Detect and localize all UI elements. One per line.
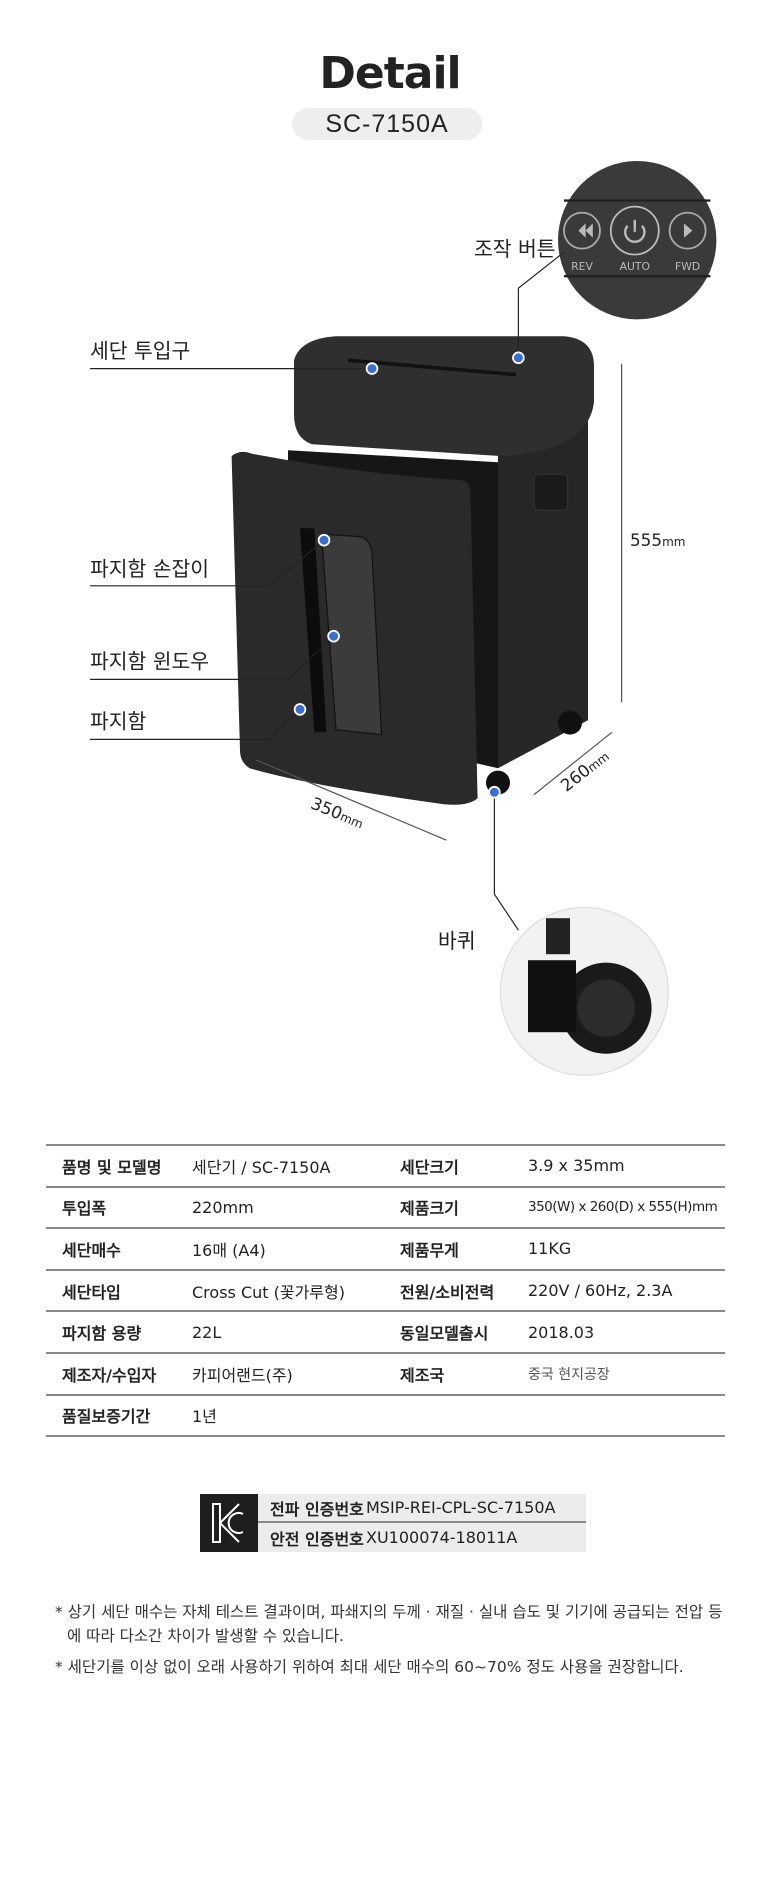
auto-label: AUTO — [620, 260, 650, 273]
spec-label: 품명 및 모델명 — [46, 1144, 192, 1188]
height-dimension: 555mm — [630, 530, 685, 550]
spec-label: 세단타입 — [46, 1269, 192, 1313]
cert-value: XU100074-18011A — [366, 1528, 518, 1547]
label-bin-window: 파지함 윈도우 — [90, 650, 209, 674]
wheel-closeup — [499, 906, 669, 1076]
spec-value: 350(W) x 260(D) x 555(H)mm — [528, 1186, 725, 1230]
shredder-body — [231, 336, 594, 805]
spec-label: 동일모델출시 — [400, 1311, 528, 1354]
label-control-buttons: 조작 버튼 — [474, 237, 556, 261]
label-feed-slot: 세단 투입구 — [90, 339, 190, 363]
spec-label: 제조자/수입자 — [46, 1352, 192, 1396]
kc-logo-icon — [200, 1494, 258, 1552]
spec-value: 2018.03 — [528, 1311, 725, 1354]
label-bin: 파지함 — [90, 710, 147, 734]
callout-dots — [293, 351, 525, 799]
rev-button-icon — [563, 211, 601, 250]
spec-value: 220mm — [192, 1186, 400, 1230]
spec-label: 제조국 — [400, 1352, 528, 1396]
footnotes: * 상기 세단 매수는 자체 테스트 결과이며, 파쇄지의 두께 · 재질 · … — [55, 1600, 735, 1686]
spec-label: 세단크기 — [400, 1144, 528, 1188]
spec-label — [400, 1394, 528, 1438]
cert-label: 전파 인증번호 — [270, 1499, 364, 1519]
cert-value: MSIP-REI-CPL-SC-7150A — [366, 1498, 556, 1517]
control-panel-closeup: REV AUTO FWD — [558, 161, 717, 320]
spec-value: 중국 현지공장 — [528, 1352, 725, 1396]
bin-window — [320, 533, 383, 736]
fwd-button-icon — [668, 211, 707, 250]
spec-label: 품질보증기간 — [46, 1394, 192, 1438]
spec-value: 16매 (A4) — [192, 1228, 400, 1271]
spec-value: 카피어랜드(주) — [192, 1352, 400, 1396]
spec-value: 1년 — [192, 1394, 400, 1438]
footnote: * 세단기를 이상 없이 오래 사용하기 위하여 최대 세단 매수의 60~70… — [55, 1658, 684, 1676]
spec-value: Cross Cut (꽃가루형) — [192, 1269, 400, 1313]
label-bin-handle: 파지함 손잡이 — [90, 557, 209, 581]
spec-label: 제품크기 — [400, 1186, 528, 1230]
power-button-icon — [609, 205, 660, 256]
spec-value: 11KG — [528, 1228, 725, 1271]
fwd-label: FWD — [675, 260, 700, 273]
cert-label: 안전 인증번호 — [270, 1529, 364, 1549]
rev-label: REV — [571, 260, 593, 273]
spec-value: 220V / 60Hz, 2.3A — [528, 1269, 725, 1313]
width-dimension: 350mm — [308, 793, 367, 832]
spec-value: 세단기 / SC-7150A — [192, 1144, 400, 1188]
spec-label: 파지함 용량 — [46, 1311, 192, 1354]
footnote: * 상기 세단 매수는 자체 테스트 결과이며, 파쇄지의 두께 · 재질 · … — [55, 1603, 723, 1645]
spec-label: 세단매수 — [46, 1228, 192, 1271]
spec-label: 전원/소비전력 — [400, 1269, 528, 1313]
model-badge: SC-7150A — [292, 108, 482, 140]
spec-label: 제품무게 — [400, 1228, 528, 1271]
spec-value: 3.9 x 35mm — [528, 1144, 725, 1188]
page-title: Detail — [319, 48, 461, 99]
spec-value — [528, 1394, 725, 1438]
label-wheel: 바퀴 — [438, 929, 476, 953]
spec-label: 투입폭 — [46, 1186, 192, 1230]
shredder-illustration: REV AUTO FWD 조작 버튼 — [90, 161, 717, 1076]
spec-value: 22L — [192, 1311, 400, 1354]
